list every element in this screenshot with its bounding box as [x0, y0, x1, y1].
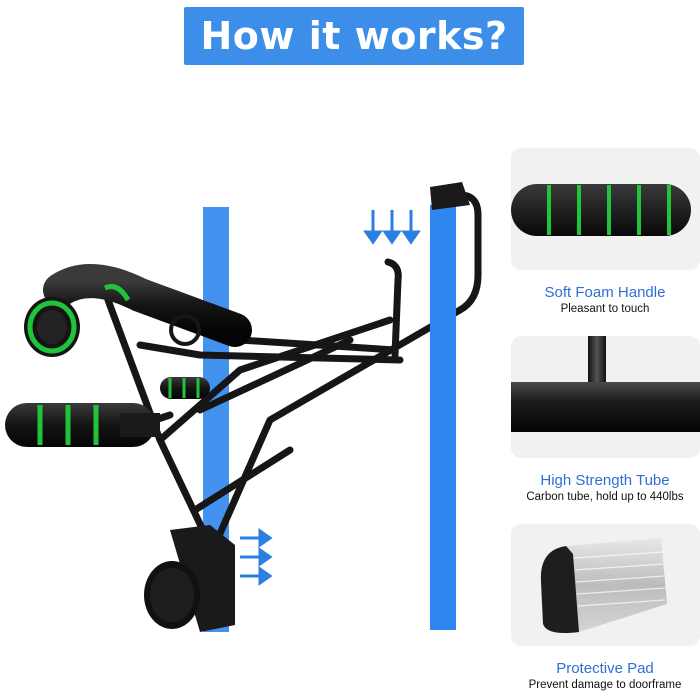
down-arrows-icon — [363, 210, 421, 245]
feature-title: High Strength Tube — [540, 472, 670, 489]
feature-title: Soft Foam Handle — [544, 284, 666, 301]
title-banner: How it works? — [184, 7, 524, 65]
feature-subtitle: Carbon tube, hold up to 440lbs — [526, 491, 684, 503]
feature-subtitle: Prevent damage to doorframe — [528, 679, 682, 691]
right-arrows-icon — [240, 528, 273, 586]
feature-foam-handle: Soft Foam Handle Pleasant to touch — [505, 284, 700, 317]
feature-strength-tube: High Strength Tube Carbon tube, hold up … — [505, 472, 700, 505]
foam-handle-card — [511, 148, 700, 270]
pull-up-bar-illustration — [5, 182, 482, 632]
door-frame-front — [430, 205, 456, 630]
tube-card — [511, 336, 700, 458]
tube-joint-closeup-icon — [511, 336, 700, 432]
foam-handle-closeup-icon — [511, 184, 691, 236]
protective-pad-card — [511, 524, 700, 646]
feature-title: Protective Pad — [556, 660, 654, 677]
protective-pad-closeup-icon — [540, 538, 667, 633]
feature-protective-pad: Protective Pad Prevent damage to doorfra… — [505, 660, 700, 693]
page-title: How it works? — [200, 14, 508, 58]
steel-frame — [104, 191, 482, 549]
feature-subtitle: Pleasant to touch — [560, 303, 650, 315]
